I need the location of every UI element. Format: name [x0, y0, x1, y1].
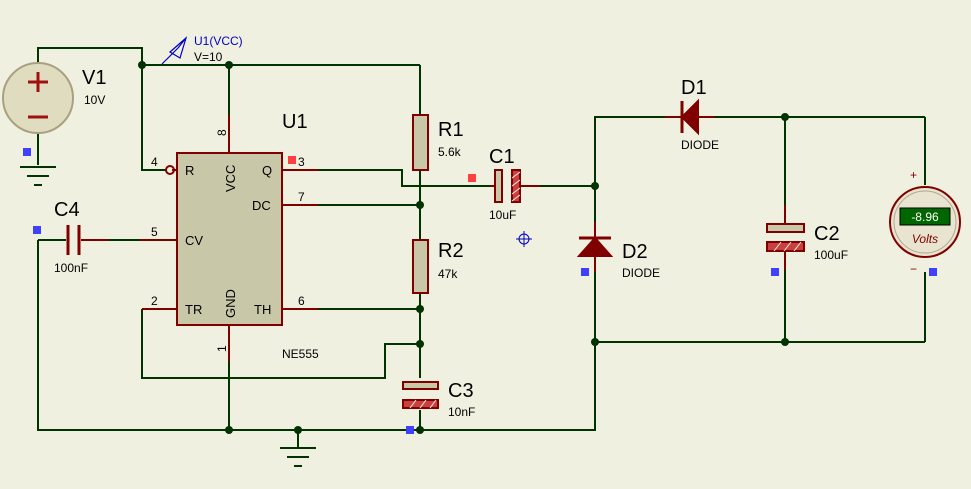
d1-diode[interactable]: D1 DIODE: [665, 77, 719, 152]
r2-ref: R2: [438, 240, 464, 262]
state-marker-meter: [929, 268, 937, 276]
voltmeter-unit: Volts: [912, 232, 938, 246]
d2-ref: D2: [622, 241, 648, 263]
pin-number-5: 5: [151, 225, 158, 239]
wires: [37, 47, 926, 448]
c3-value: 10nF: [448, 405, 475, 419]
pin-number-4: 4: [151, 155, 158, 169]
c3-ref: C3: [448, 380, 474, 402]
r1-value: 5.6k: [438, 145, 462, 159]
pin-name-tr: TR: [185, 302, 202, 317]
crosshair-icon: [516, 231, 532, 247]
state-marker-c2: [771, 268, 779, 276]
ground-icon-v1: [20, 166, 56, 186]
d2-diode[interactable]: D2 DIODE: [576, 222, 660, 280]
c4-value: 100nF: [54, 261, 88, 275]
pin-name-q: Q: [262, 163, 272, 178]
u1-ne555[interactable]: R Q DC CV TR TH VCC GND 4 3 7 5 2 6 8 1 …: [140, 111, 319, 361]
pin-number-3: 3: [298, 155, 305, 169]
r1-resistor[interactable]: R1 5.6k: [412, 114, 464, 171]
c2-value: 100uF: [814, 248, 848, 262]
pin-name-gnd: GND: [223, 289, 238, 318]
u1-ref: U1: [282, 111, 308, 133]
pin-number-6: 6: [298, 294, 305, 308]
r2-value: 47k: [438, 267, 458, 281]
pin-number-2: 2: [151, 294, 158, 308]
voltmeter-display: [899, 207, 951, 226]
v1-source[interactable]: V1 10V: [2, 62, 106, 134]
probe-value: V=10: [194, 50, 223, 64]
v1-value: 10V: [84, 93, 105, 107]
probe-name: U1(VCC): [194, 34, 243, 48]
state-marker-q: [288, 156, 296, 164]
v1-ref: V1: [82, 67, 106, 89]
pin-number-1: 1: [215, 345, 229, 352]
pin-name-th: TH: [254, 302, 271, 317]
pin-number-8: 8: [215, 129, 229, 136]
c1-capacitor[interactable]: C1 10uF: [489, 146, 540, 222]
state-marker-c4: [33, 226, 41, 234]
probe-arrow-icon: [168, 36, 188, 59]
pin-name-vcc: VCC: [223, 165, 238, 192]
c4-capacitor[interactable]: C4 100nF: [38, 199, 109, 275]
c3-capacitor[interactable]: C3 10nF: [402, 380, 475, 419]
voltmeter[interactable]: -8.96 Volts + −: [889, 168, 961, 276]
c2-ref: C2: [814, 223, 840, 245]
state-marker-d2: [581, 268, 589, 276]
c4-ref: C4: [54, 199, 80, 221]
state-marker-c1: [468, 174, 476, 182]
r2-resistor[interactable]: R2 47k: [412, 239, 464, 294]
state-markers: [23, 148, 937, 434]
voltage-probe[interactable]: U1(VCC) V=10: [161, 34, 243, 65]
r1-ref: R1: [438, 119, 464, 141]
c2-capacitor[interactable]: C2 100uF: [766, 205, 848, 270]
d1-ref: D1: [681, 77, 707, 99]
pin-number-7: 7: [298, 190, 305, 204]
state-marker-ground: [406, 426, 414, 434]
voltmeter-minus-sign: −: [910, 262, 917, 276]
state-marker-v1: [23, 148, 31, 156]
u1-part: NE555: [282, 347, 319, 361]
c1-ref: C1: [489, 146, 515, 168]
d1-type: DIODE: [681, 138, 719, 152]
pin-name-cv: CV: [185, 233, 203, 248]
ground-icon-main: [280, 447, 316, 467]
d2-type: DIODE: [622, 266, 660, 280]
junctions: [138, 61, 789, 434]
pin-name-r: R: [185, 163, 194, 178]
c1-value: 10uF: [489, 208, 516, 222]
voltmeter-reading: -8.96: [911, 210, 939, 224]
voltmeter-plus-sign: +: [910, 168, 917, 182]
pin-name-dc: DC: [252, 198, 271, 213]
